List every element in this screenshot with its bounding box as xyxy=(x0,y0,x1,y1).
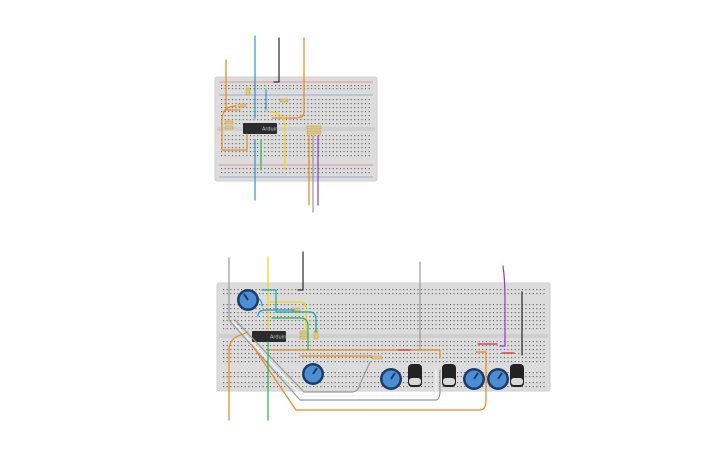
bottom-wire-gray-1[interactable] xyxy=(228,257,441,401)
capacitor-icon[interactable] xyxy=(442,364,456,387)
bottom-wire-blue-1[interactable] xyxy=(257,309,295,317)
bottom-wire-green-2[interactable] xyxy=(271,317,309,351)
top-wire-orange-2[interactable] xyxy=(221,105,248,151)
bottom-wire-purple-1[interactable] xyxy=(499,265,506,347)
bottom-capacitors xyxy=(408,364,524,387)
bottom-circuit: Arduino xyxy=(216,251,551,421)
top-chip-label: Arduino xyxy=(262,127,281,133)
top-center-channel xyxy=(217,127,375,131)
bottom-wire-orange-1[interactable] xyxy=(228,331,249,421)
top-circuit: Arduino xyxy=(214,35,378,213)
bottom-chip-label: Arduino xyxy=(270,335,289,341)
bottom-potentiometers xyxy=(237,289,509,390)
potentiometer-icon[interactable] xyxy=(380,368,402,390)
top-wires xyxy=(221,35,319,213)
top-wire-orange-3[interactable] xyxy=(271,37,305,119)
top-wire-black-1[interactable] xyxy=(273,37,280,83)
bottom-wire-black-1[interactable] xyxy=(297,251,304,291)
potentiometer-icon[interactable] xyxy=(487,368,509,390)
bottom-wires xyxy=(228,251,523,421)
capacitor-icon[interactable] xyxy=(408,364,422,387)
bottom-wire-yellow-2[interactable] xyxy=(269,301,307,331)
top-wire-orange-1[interactable] xyxy=(225,59,241,111)
bottom-wire-orange-2[interactable] xyxy=(251,344,487,411)
bottom-wire-white-1[interactable] xyxy=(232,321,437,397)
bottom-center-channel xyxy=(219,334,548,338)
bottom-ic-chip-icon[interactable] xyxy=(252,331,286,342)
capacitor-icon[interactable] xyxy=(510,364,524,387)
potentiometer-icon[interactable] xyxy=(463,368,485,390)
potentiometer-icon[interactable] xyxy=(302,363,324,385)
top-wire-yellow-1[interactable] xyxy=(269,111,286,171)
bottom-wire-orange-3[interactable] xyxy=(267,349,441,359)
top-resistor-icon[interactable] xyxy=(224,87,322,135)
bottom-wire-teal-1[interactable] xyxy=(261,289,317,333)
bottom-wire-gray-2[interactable] xyxy=(234,319,371,393)
top-ic-chip-icon[interactable] xyxy=(243,123,277,134)
potentiometer-icon[interactable] xyxy=(237,289,259,311)
